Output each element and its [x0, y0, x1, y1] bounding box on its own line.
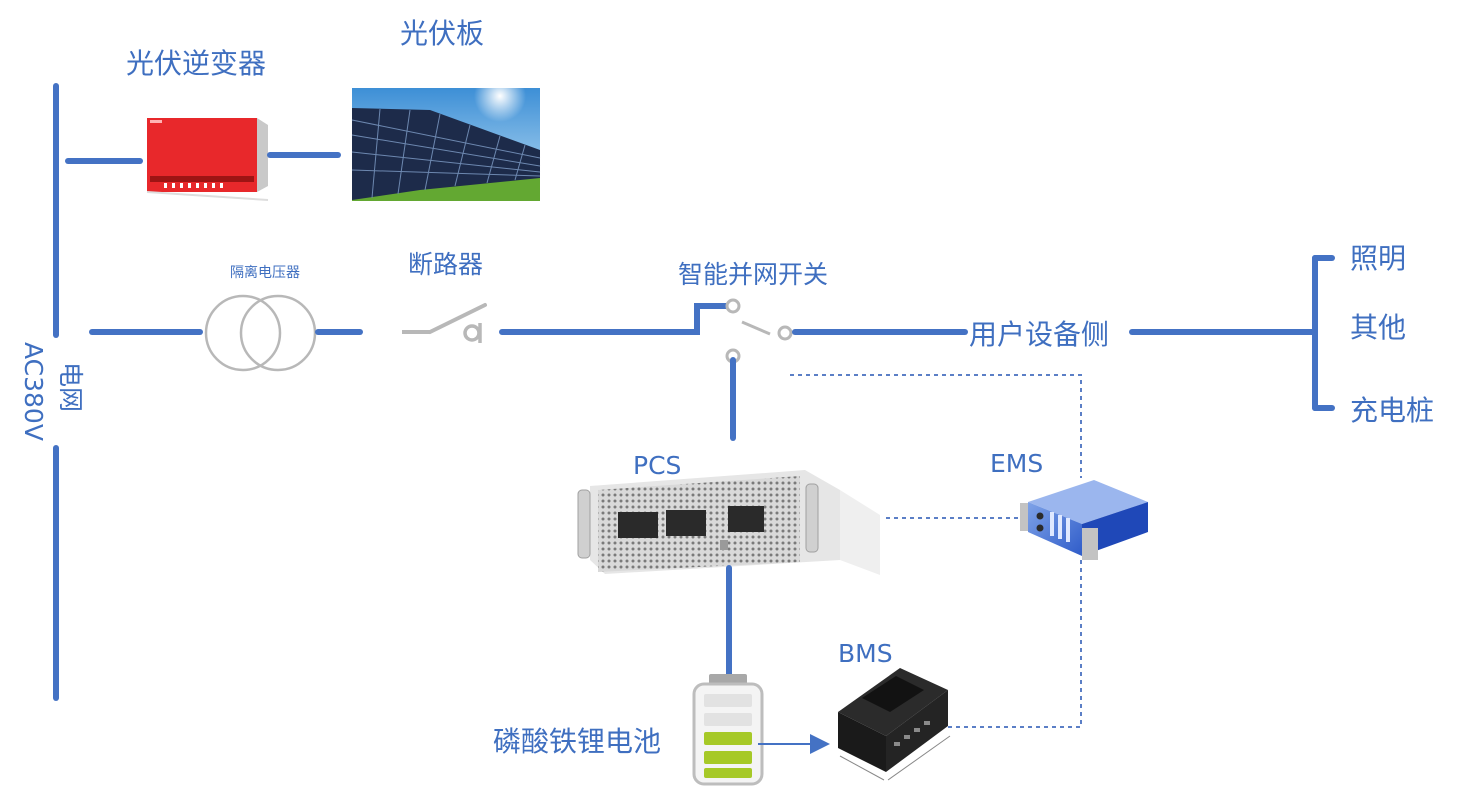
- battery-icon: [692, 674, 764, 786]
- grid-voltage-label: AC380V: [19, 342, 48, 441]
- ems-label: EMS: [990, 449, 1043, 478]
- battery-label: 磷酸铁锂电池: [493, 725, 661, 758]
- grid-label: 电网: [56, 362, 85, 412]
- transformer-label: 隔离电压器: [230, 264, 300, 281]
- transformer-symbol: [204, 294, 317, 372]
- user-side-label: 用户设备侧: [969, 318, 1109, 351]
- dashed-ems-to-bms: [945, 560, 1082, 728]
- ems-image: [1020, 480, 1148, 560]
- charging-pile-label: 充电桩: [1350, 394, 1434, 427]
- breaker-symbol: [402, 303, 487, 343]
- breaker-label: 断路器: [408, 250, 483, 279]
- bms-image: [838, 668, 951, 781]
- pcs-image: [577, 470, 880, 575]
- wire-breaker-to-switch: [499, 303, 731, 335]
- smart-switch-symbol: [725, 298, 793, 364]
- pv-inverter-label: 光伏逆变器: [126, 47, 266, 80]
- pcs-label: PCS: [633, 451, 681, 480]
- dashed-switch-to-ems: [790, 374, 1082, 478]
- pv-panel-label: 光伏板: [400, 17, 484, 50]
- lighting-label: 照明: [1350, 242, 1406, 275]
- loads-bracket: [1312, 255, 1335, 411]
- bms-label: BMS: [838, 639, 893, 668]
- pv-inverter-image: [146, 118, 269, 201]
- pv-panel-image: [351, 70, 541, 201]
- other-label: 其他: [1350, 311, 1406, 344]
- smart-switch-label: 智能并网开关: [678, 260, 828, 289]
